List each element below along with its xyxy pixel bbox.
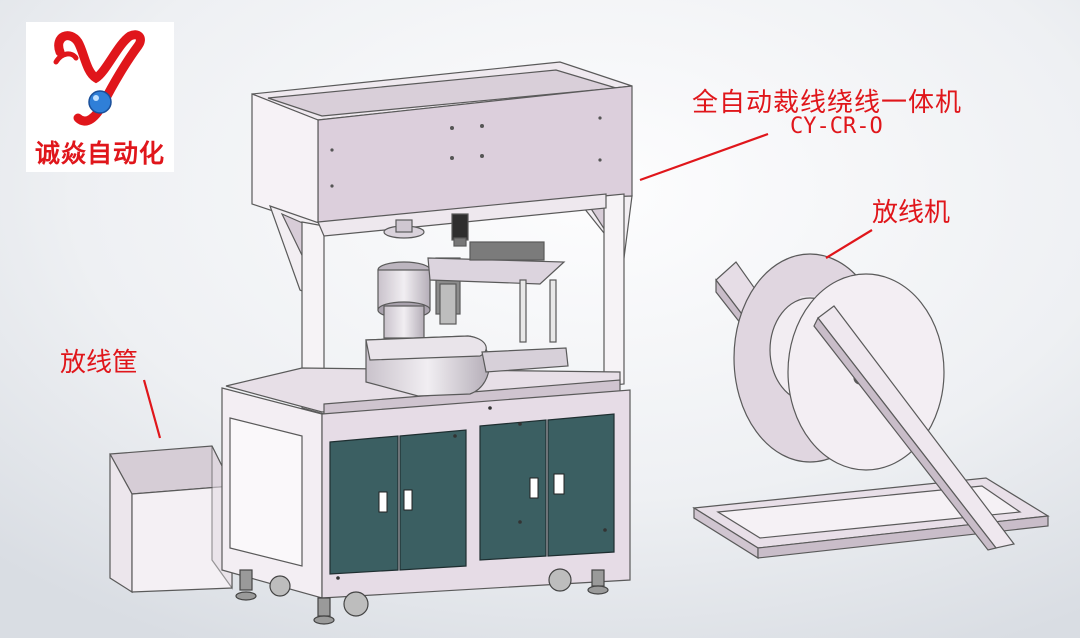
logo-mark — [53, 30, 145, 126]
door-3 — [479, 419, 547, 561]
wire-basket — [109, 445, 233, 594]
callout-leaders — [142, 132, 873, 439]
pay-off-machine — [692, 253, 1050, 560]
door-4 — [547, 413, 615, 557]
machine-model-label: CY-CR-O — [790, 114, 883, 139]
company-name: 诚焱自动化 — [34, 139, 165, 168]
door-handle — [529, 477, 539, 499]
gem-icon — [88, 90, 112, 114]
machine-name-label: 全自动裁线绕线一体机 — [692, 88, 963, 118]
door-handle — [378, 491, 388, 513]
cabinet-doors — [329, 413, 615, 575]
pay-off-machine-label: 放线机 — [872, 198, 951, 228]
main-machine — [221, 61, 633, 625]
casters — [235, 568, 609, 625]
door-1 — [329, 435, 399, 575]
door-handle — [553, 473, 565, 495]
leader-wire-basket — [142, 379, 162, 439]
leader-machine — [639, 132, 769, 182]
wire-basket-label: 放线筐 — [60, 348, 139, 378]
company-logo: 诚焱自动化 — [26, 22, 174, 172]
leader-pay-off — [825, 229, 873, 259]
door-handle — [403, 489, 413, 511]
door-2 — [399, 429, 467, 571]
frame-right-post — [603, 193, 625, 387]
